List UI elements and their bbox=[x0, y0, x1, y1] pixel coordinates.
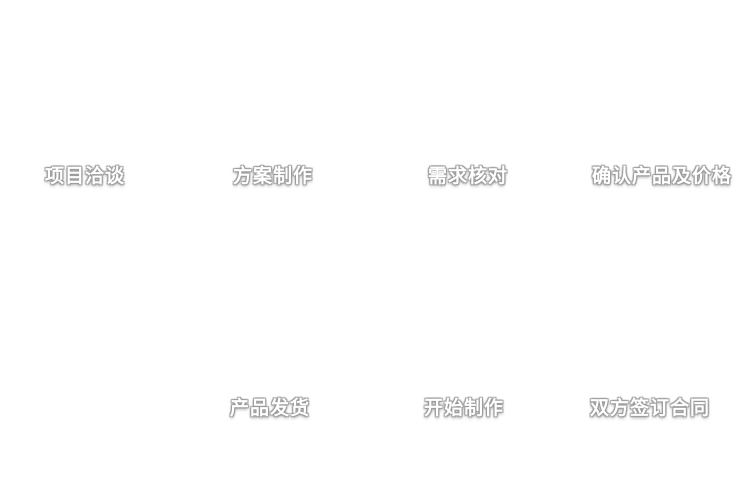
flow-step-confirm-product-price: 确认产品及价格 bbox=[592, 166, 733, 187]
flow-step-requirement-check: 需求核对 bbox=[428, 166, 509, 187]
flow-step-product-shipment: 产品发货 bbox=[230, 398, 311, 419]
flow-step-sign-contract: 双方签订合同 bbox=[590, 398, 711, 419]
flow-step-plan-production: 方案制作 bbox=[233, 166, 314, 187]
flow-step-project-discussion: 项目洽谈 bbox=[45, 166, 126, 187]
flow-step-start-production: 开始制作 bbox=[424, 398, 505, 419]
